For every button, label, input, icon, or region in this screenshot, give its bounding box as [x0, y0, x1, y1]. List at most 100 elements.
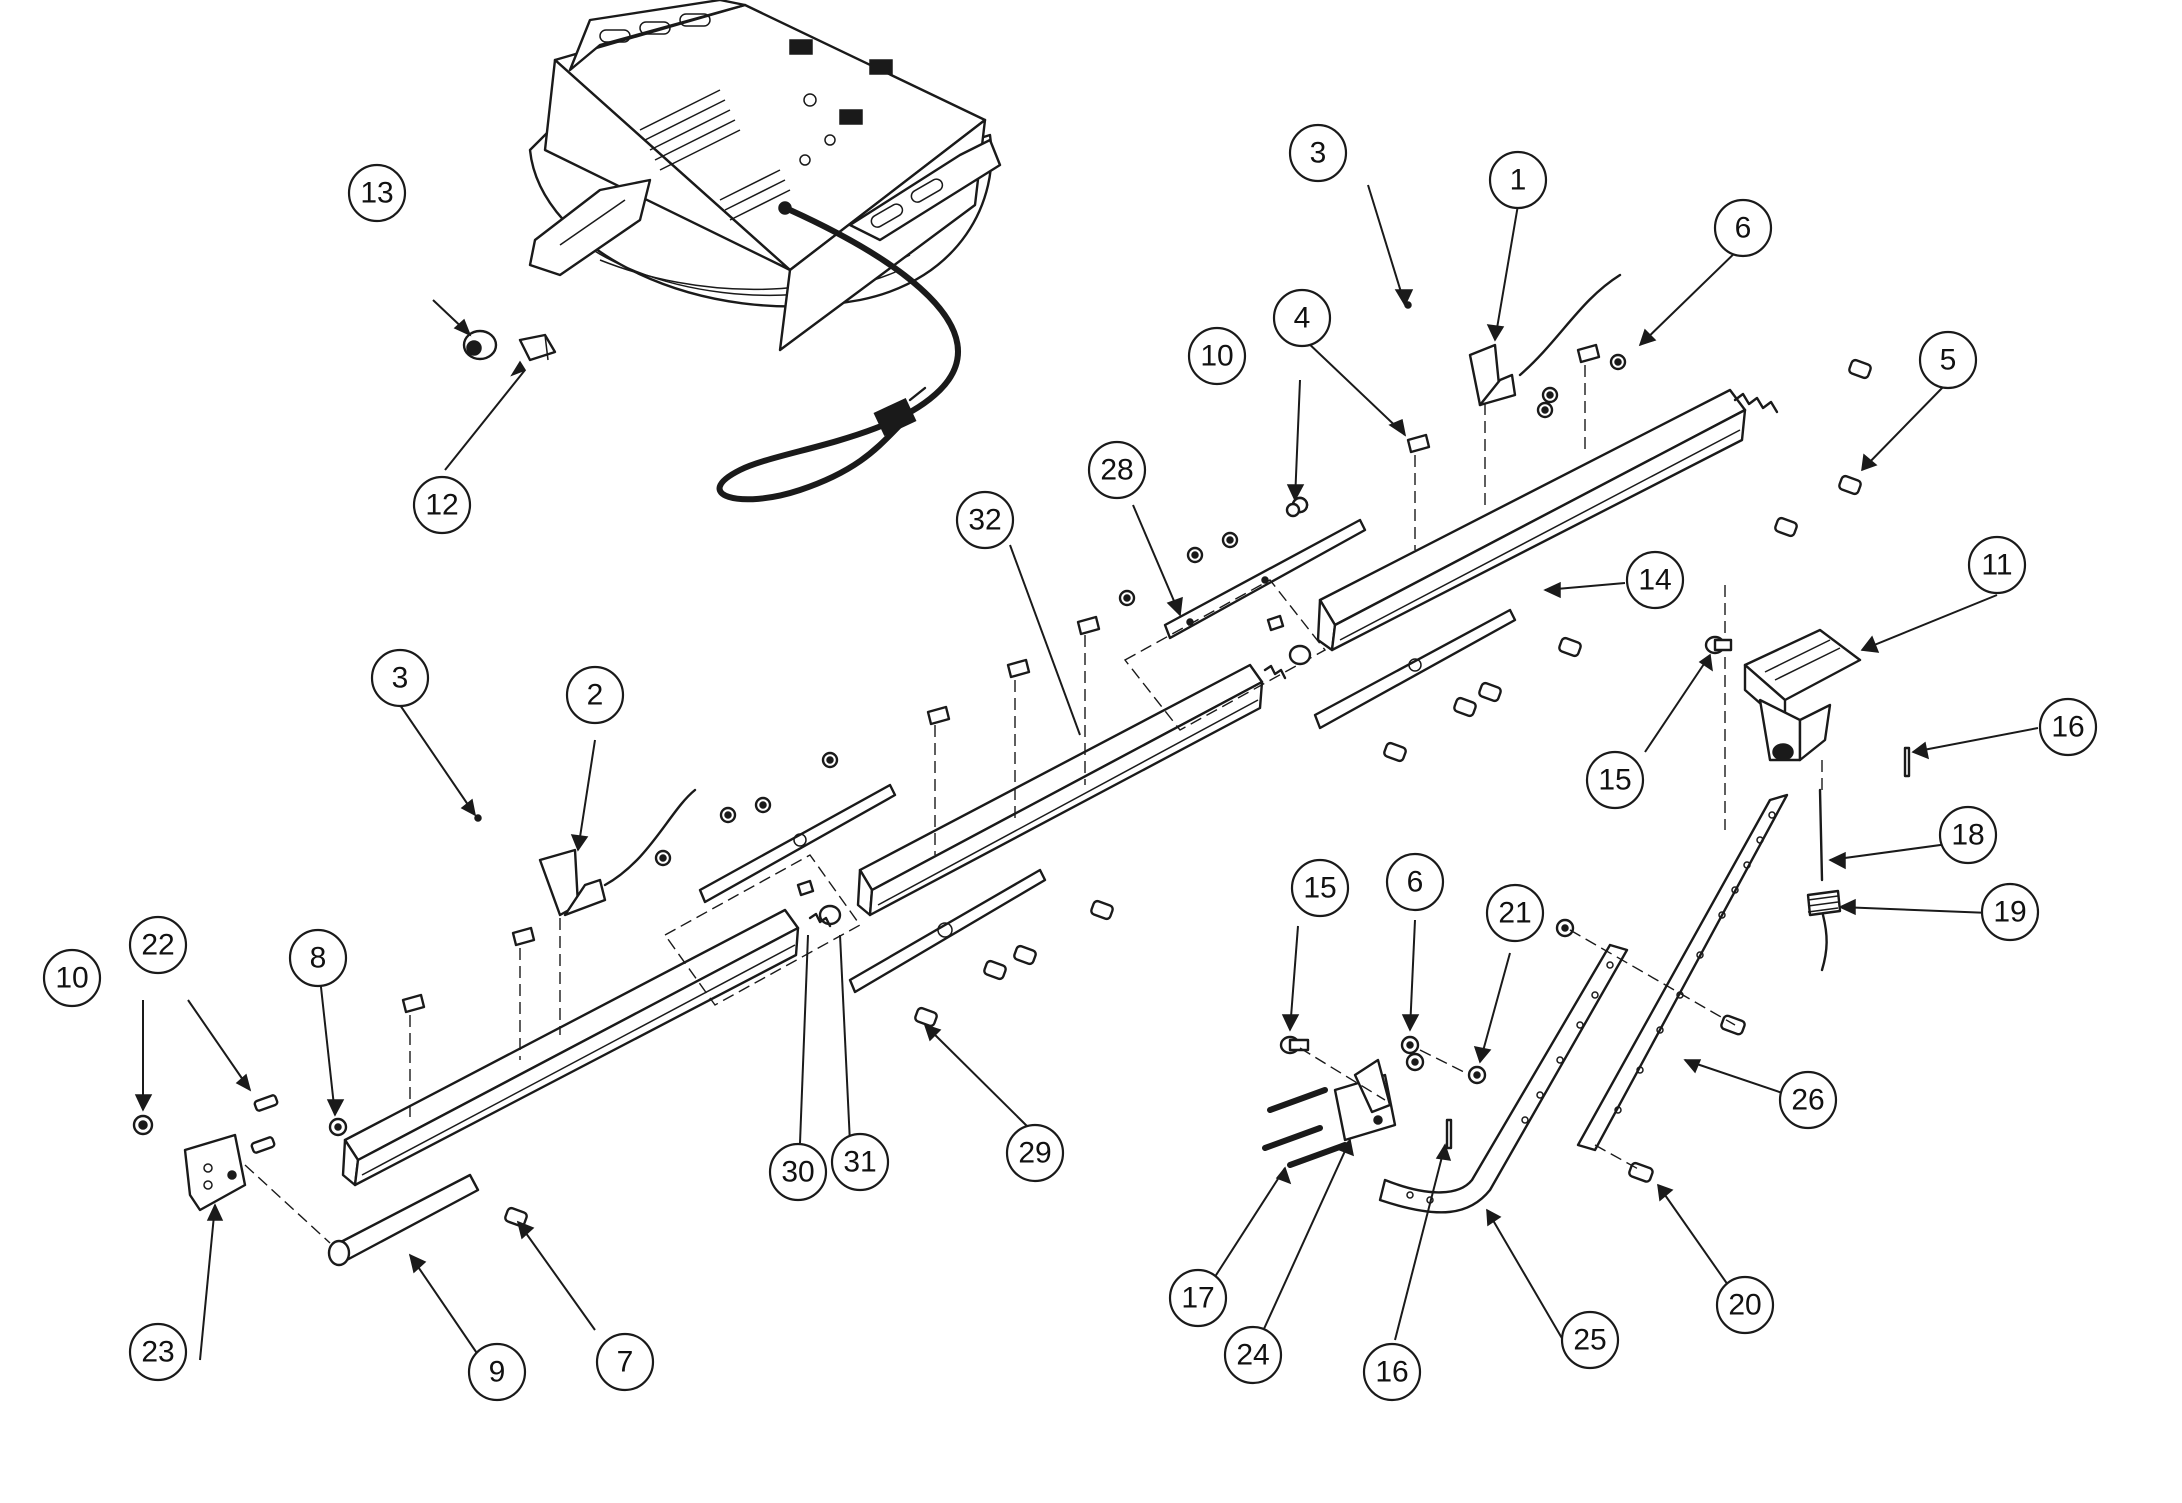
- curved-door-arm-25: [1378, 943, 1629, 1214]
- header-bolts-22: [250, 1094, 279, 1154]
- cotter-16-lower: [1445, 1118, 1453, 1150]
- rail-splice-bracket-upper-a: [1163, 518, 1367, 640]
- svg-text:17: 17: [1181, 1282, 1214, 1315]
- svg-text:14: 14: [1638, 564, 1671, 597]
- callout-2: 2: [565, 665, 625, 725]
- svg-text:19: 19: [1993, 896, 2026, 929]
- svg-text:4: 4: [1294, 302, 1311, 335]
- callout-10-mid: 10: [1187, 326, 1247, 386]
- svg-text:9: 9: [489, 1356, 506, 1389]
- alignment-lines: [409, 365, 1726, 1120]
- svg-text:8: 8: [310, 942, 327, 975]
- svg-text:20: 20: [1728, 1289, 1761, 1322]
- callout-10-left: 10: [42, 948, 102, 1008]
- callout-6-lower: 6: [1385, 852, 1445, 912]
- callout-29: 29: [1005, 1123, 1065, 1183]
- callout-8: 8: [288, 928, 348, 988]
- callout-32: 32: [955, 490, 1015, 550]
- nut-8: [328, 1117, 348, 1137]
- callout-13: 13: [347, 163, 407, 223]
- leader-arrows: [134, 289, 1930, 1274]
- release-handle-19: [1806, 760, 1842, 972]
- callout-16-upper: 16: [2038, 697, 2098, 757]
- callout-3-top: 3: [1288, 123, 1348, 183]
- svg-text:25: 25: [1573, 1324, 1606, 1357]
- svg-text:1: 1: [1510, 164, 1527, 197]
- bushing-13: [462, 329, 498, 361]
- callout-1: 1: [1488, 150, 1548, 210]
- svg-text:16: 16: [1375, 1356, 1408, 1389]
- power-plug: [873, 386, 933, 437]
- callout-30: 30: [768, 1142, 828, 1202]
- lag-screws-17: [1262, 1087, 1348, 1168]
- callout-14: 14: [1625, 550, 1685, 610]
- spacer-30-31: [808, 644, 1312, 928]
- svg-text:5: 5: [1940, 344, 1957, 377]
- svg-text:24: 24: [1236, 1339, 1269, 1372]
- svg-text:13: 13: [360, 177, 393, 210]
- safety-sensor-bracket-2: [474, 788, 697, 917]
- callout-19: 19: [1980, 882, 2040, 942]
- nut-6-lower: [1400, 1035, 1425, 1072]
- callout-11: 11: [1967, 535, 2027, 595]
- nut-21: [1467, 918, 1575, 1085]
- callout-12: 12: [412, 475, 472, 535]
- rail-front-section: [341, 908, 800, 1187]
- door-bracket-24: [1333, 1058, 1397, 1142]
- bolt-20: [1628, 1014, 1746, 1183]
- callout-21: 21: [1485, 883, 1545, 943]
- svg-text:26: 26: [1791, 1084, 1824, 1117]
- rail-splice-bracket-lower-a: [698, 783, 897, 904]
- nut-10-left: [132, 1114, 154, 1136]
- cotter-16-upper: [1903, 746, 1911, 778]
- svg-text:15: 15: [1598, 764, 1631, 797]
- svg-text:23: 23: [141, 1336, 174, 1369]
- svg-text:6: 6: [1407, 866, 1424, 899]
- callout-24: 24: [1223, 1325, 1283, 1385]
- header-pin-9: [327, 1173, 480, 1267]
- svg-text:29: 29: [1018, 1137, 1051, 1170]
- svg-text:32: 32: [968, 504, 1001, 537]
- svg-text:7: 7: [617, 1346, 634, 1379]
- pin-15-upper: [1704, 635, 1733, 655]
- callout-3-left: 3: [370, 648, 430, 708]
- svg-text:22: 22: [141, 929, 174, 962]
- callout-15-upper: 15: [1585, 750, 1645, 810]
- power-cord: [716, 207, 962, 503]
- callout-9: 9: [467, 1342, 527, 1402]
- rail-splice-bracket-upper-b: [1313, 608, 1517, 730]
- svg-text:18: 18: [1951, 819, 1984, 852]
- svg-text:28: 28: [1100, 454, 1133, 487]
- callout-18: 18: [1938, 805, 1998, 865]
- svg-text:31: 31: [843, 1146, 876, 1179]
- callout-26: 26: [1778, 1070, 1838, 1130]
- callout-25: 25: [1560, 1310, 1620, 1370]
- rail-splice-bracket-lower-b: [848, 868, 1047, 994]
- svg-text:3: 3: [1310, 137, 1327, 170]
- svg-text:10: 10: [55, 962, 88, 995]
- callout-15-lower: 15: [1290, 858, 1350, 918]
- callout-17: 17: [1168, 1268, 1228, 1328]
- svg-text:16: 16: [2051, 711, 2084, 744]
- callout-16-lower: 16: [1362, 1342, 1422, 1402]
- callout-6-top: 6: [1713, 198, 1773, 258]
- trolley-11: [1743, 628, 1862, 762]
- straight-door-arm-26: [1576, 793, 1789, 1152]
- svg-text:30: 30: [781, 1156, 814, 1189]
- callout-22: 22: [128, 915, 188, 975]
- callout-23: 23: [128, 1322, 188, 1382]
- rail-clips: [401, 343, 1601, 1014]
- callout-7: 7: [595, 1332, 655, 1392]
- callout-20: 20: [1715, 1275, 1775, 1335]
- callout-31: 31: [830, 1132, 890, 1192]
- svg-text:21: 21: [1498, 897, 1531, 930]
- callout-4: 4: [1272, 288, 1332, 348]
- svg-text:11: 11: [1981, 549, 2012, 582]
- svg-text:12: 12: [425, 489, 458, 522]
- svg-text:15: 15: [1303, 872, 1336, 905]
- header-bracket-23: [183, 1133, 247, 1212]
- pin-15-lower: [1279, 1035, 1310, 1055]
- release-rope-18: [1818, 788, 1824, 882]
